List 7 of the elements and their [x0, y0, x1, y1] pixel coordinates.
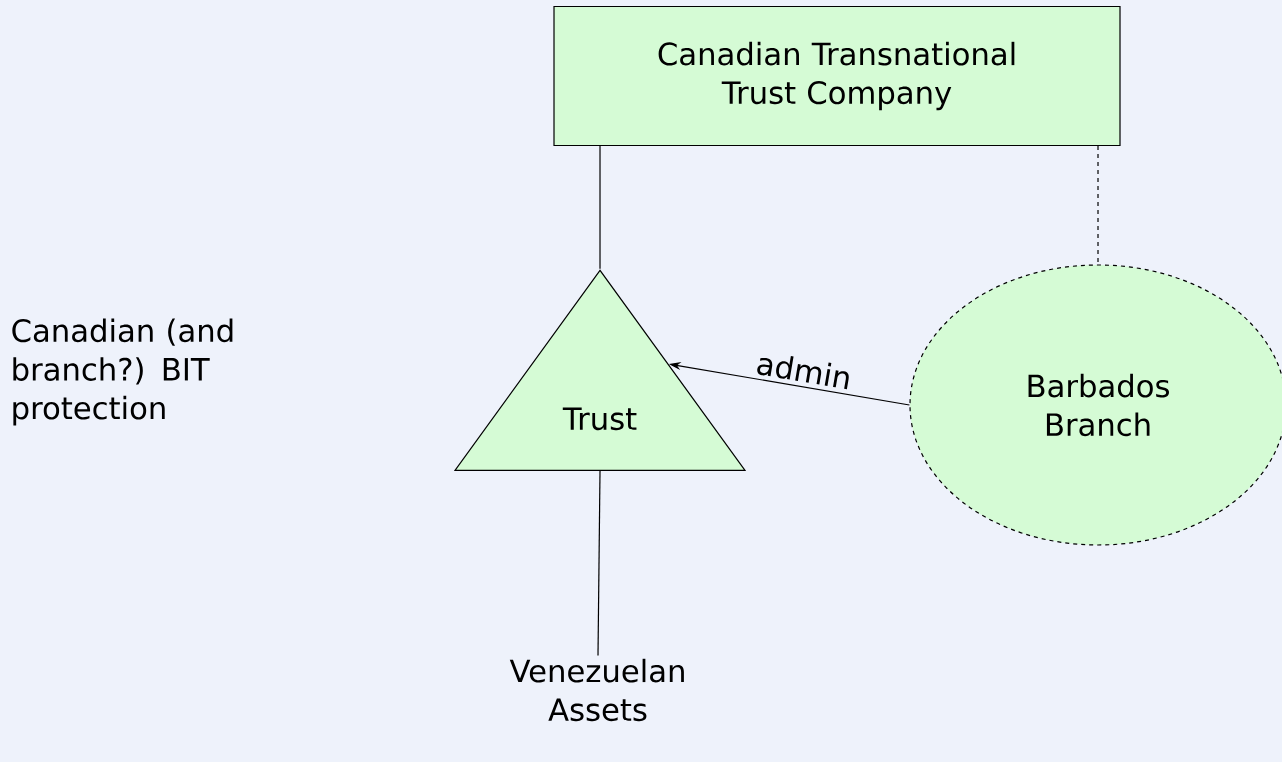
connector — [1097, 145, 1099, 265]
company-box: Canadian Transnational Trust Company — [553, 5, 1121, 147]
connector — [599, 145, 601, 270]
asset-text: Venezuelan Assets — [509, 658, 684, 722]
note-text: Canadian (and branch?) BIT protection — [12, 318, 233, 426]
edge-label: admin — [753, 349, 855, 392]
connector — [597, 470, 601, 657]
